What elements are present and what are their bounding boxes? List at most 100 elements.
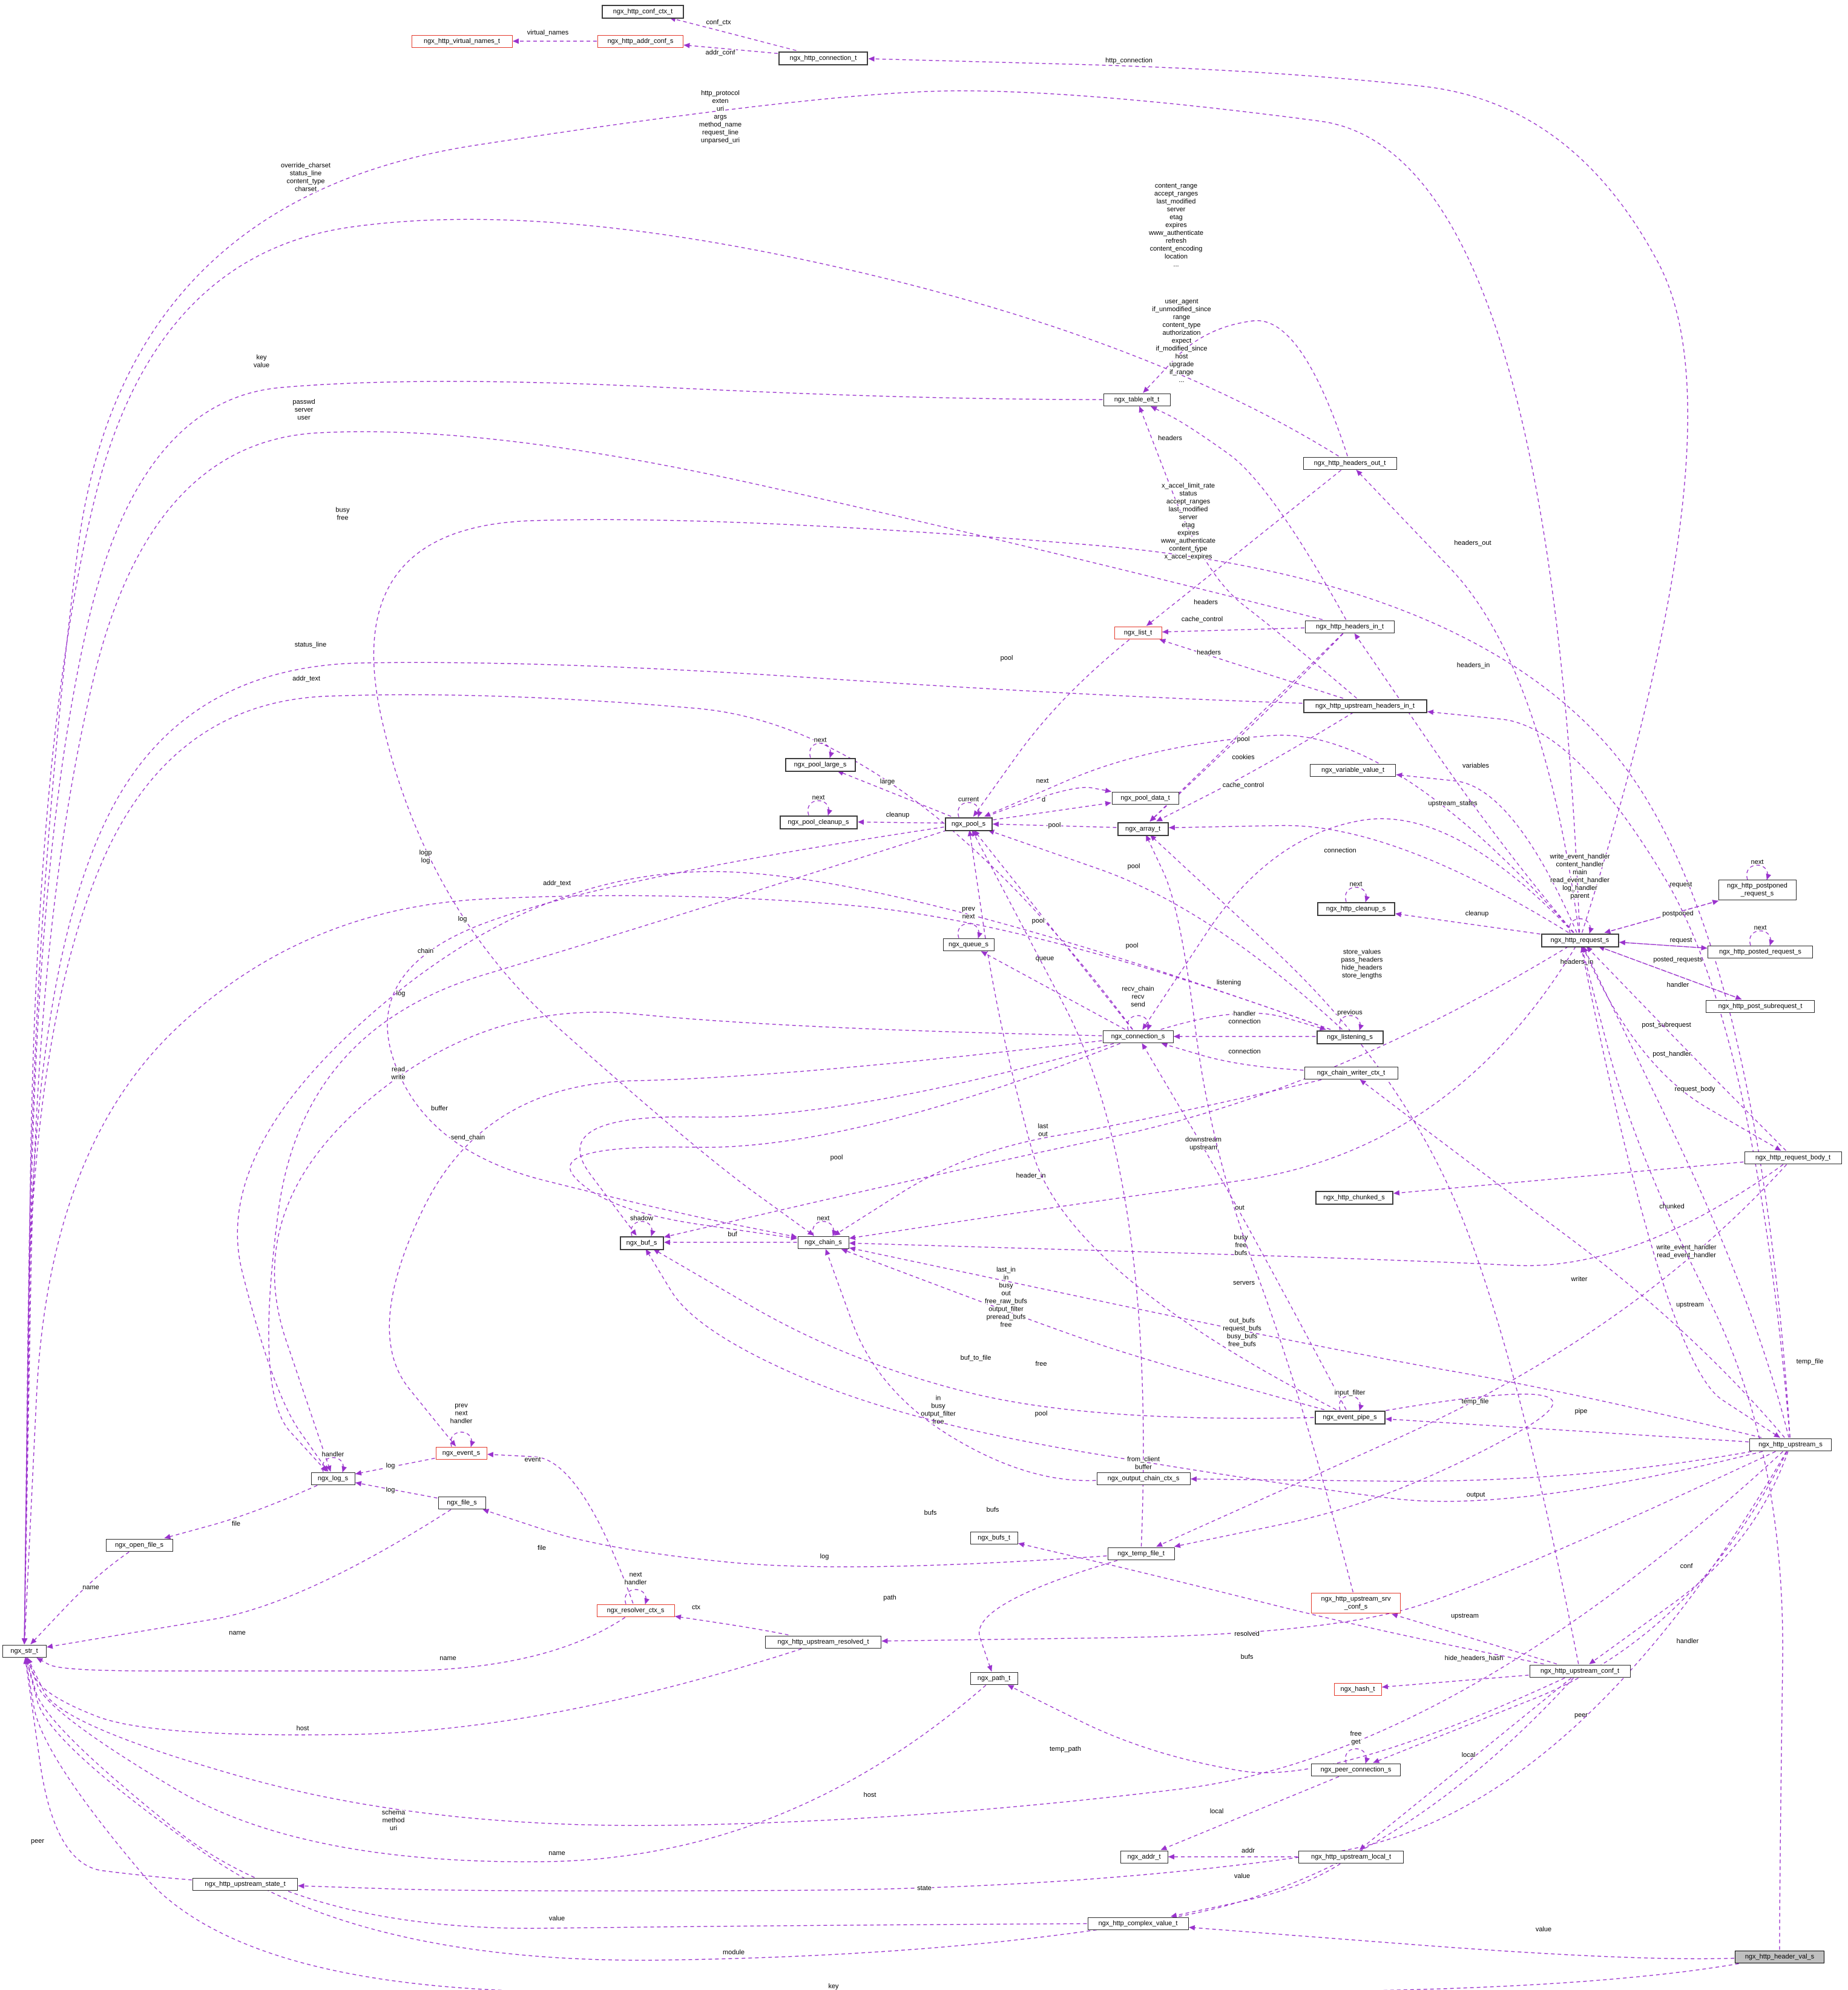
node-listening[interactable]: ngx_listening_s — [1316, 1030, 1384, 1044]
node-addr[interactable]: ngx_addr_t — [1120, 1850, 1168, 1863]
node-out_chain[interactable]: ngx_output_chain_ctx_s — [1096, 1472, 1191, 1485]
selfloop-event_pipe — [1339, 1395, 1364, 1411]
edge-label-upstream-uheaders_in: headers_in — [1457, 662, 1490, 669]
node-pool[interactable]: ngx_pool_s — [944, 817, 993, 831]
edge-file-str — [47, 1509, 452, 1649]
node-table_elt[interactable]: ngx_table_elt_t — [1103, 393, 1171, 406]
node-queue[interactable]: ngx_queue_s — [942, 938, 995, 951]
edge-label-headers_in-array: cookies — [1232, 754, 1255, 761]
edge-request-http_conn — [868, 56, 1688, 933]
node-headers_in[interactable]: ngx_http_headers_in_t — [1305, 620, 1395, 633]
edge-label-local-addr: addr — [1241, 1847, 1255, 1854]
node-addr_conf[interactable]: ngx_http_addr_conf_s — [597, 35, 683, 48]
node-req_body[interactable]: ngx_http_request_body_t — [1744, 1151, 1842, 1164]
edge-label-upstream_conf-hash: hide_headers_hash — [1445, 1655, 1504, 1662]
node-hash[interactable]: ngx_hash_t — [1333, 1682, 1382, 1696]
node-headers_out[interactable]: ngx_http_headers_out_t — [1303, 456, 1397, 470]
node-local[interactable]: ngx_http_upstream_local_t — [1298, 1850, 1404, 1863]
node-str[interactable]: ngx_str_t — [2, 1644, 47, 1658]
node-upstream[interactable]: ngx_http_upstream_s — [1749, 1438, 1832, 1451]
node-pool_cleanup[interactable]: ngx_pool_cleanup_s — [779, 815, 858, 829]
node-array[interactable]: ngx_array_t — [1117, 822, 1169, 836]
node-request[interactable]: ngx_http_request_s — [1541, 933, 1619, 947]
edge-headers_out-table_elt — [1143, 320, 1348, 456]
node-buf[interactable]: ngx_buf_s — [619, 1236, 664, 1250]
node-complex[interactable]: ngx_http_complex_value_t — [1087, 1917, 1189, 1930]
node-header_val[interactable]: ngx_http_header_val_s — [1735, 1950, 1824, 1963]
node-chunked[interactable]: ngx_http_chunked_s — [1315, 1190, 1393, 1205]
node-conn[interactable]: ngx_connection_s — [1102, 1030, 1174, 1043]
node-pool_large[interactable]: ngx_pool_large_s — [784, 757, 856, 772]
edge-label-req_body-chunked: chunked — [1659, 1203, 1685, 1210]
edge-upstream-request — [1582, 946, 1789, 1438]
node-postponed[interactable]: ngx_http_postponed _request_s — [1718, 880, 1797, 900]
node-virtual_names[interactable]: ngx_http_virtual_names_t — [411, 35, 513, 48]
edge-label-listening-pool: pool — [1128, 863, 1140, 870]
edge-upstream_conf-srv_conf — [1391, 1613, 1557, 1665]
edge-headers_in-str — [21, 431, 1323, 1644]
node-post_sub[interactable]: ngx_http_post_subrequest_t — [1706, 1000, 1815, 1013]
node-bufs[interactable]: ngx_bufs_t — [970, 1531, 1018, 1544]
edge-uheaders_in-str — [21, 662, 1303, 1644]
edge-label-event-log: log — [386, 1462, 395, 1469]
edge-conn-str — [21, 694, 1134, 1644]
extra-label-3: bufs — [987, 1506, 999, 1514]
node-varval[interactable]: ngx_variable_value_t — [1310, 763, 1396, 777]
edge-label-local-complex: value — [1234, 1873, 1250, 1880]
node-temp_file[interactable]: ngx_temp_file_t — [1107, 1547, 1175, 1560]
node-srv_conf[interactable]: ngx_http_upstream_srv _conf_s — [1311, 1593, 1401, 1613]
edge-label-resolver-str: name — [439, 1655, 456, 1662]
node-event_pipe[interactable]: ngx_event_pipe_s — [1314, 1410, 1386, 1425]
edge-label-conn-queue: queue — [1036, 955, 1054, 962]
extra-label-4: host — [864, 1791, 876, 1799]
node-open_file[interactable]: ngx_open_file_s — [105, 1538, 173, 1552]
node-conf_ctx[interactable]: ngx_http_conf_ctx_t — [602, 4, 684, 19]
edge-label-complex-str: value — [549, 1915, 565, 1922]
node-chain_writer[interactable]: ngx_chain_writer_ctx_t — [1304, 1066, 1398, 1079]
node-uheaders_in[interactable]: ngx_http_upstream_headers_in_t — [1303, 699, 1427, 713]
node-peer_conn[interactable]: ngx_peer_connection_s — [1311, 1763, 1401, 1776]
node-upstream_conf[interactable]: ngx_http_upstream_conf_t — [1529, 1664, 1631, 1678]
edge-out_chain-chain — [825, 1249, 1096, 1481]
node-posted[interactable]: ngx_http_posted_request_s — [1708, 945, 1813, 958]
edge-resolver-str — [36, 1616, 626, 1672]
selfloop-conn — [1127, 1015, 1153, 1030]
edge-label-uheaders_in-array: cache_control — [1223, 782, 1264, 789]
edge-pool-pool_cleanup — [858, 819, 944, 825]
edge-label-posted-request: request — [1670, 937, 1692, 944]
node-chain[interactable]: ngx_chain_s — [797, 1236, 849, 1249]
edge-request-conn — [1142, 818, 1574, 1030]
edge-label-upstream_conf-path: temp_path — [1050, 1745, 1081, 1753]
selfloop-label-event_pipe: input_filter — [1335, 1389, 1366, 1397]
node-event[interactable]: ngx_event_s — [435, 1446, 487, 1460]
edge-header_val-request — [1580, 946, 1783, 1950]
selfloop-label-postponed: next — [1751, 858, 1764, 866]
selfloop-label-cleanup: next — [1350, 881, 1363, 888]
edge-request-posted — [1619, 941, 1708, 951]
edge-label-temp_file-file: file — [538, 1544, 546, 1552]
node-http_conn[interactable]: ngx_http_connection_t — [778, 51, 868, 65]
edge-upstream-chain_writer — [1360, 1079, 1785, 1438]
node-resolver[interactable]: ngx_resolver_ctx_s — [596, 1604, 675, 1617]
edge-label-http_conn-conf_ctx: conf_ctx — [706, 19, 731, 26]
node-path[interactable]: ngx_path_t — [970, 1672, 1018, 1685]
node-state[interactable]: ngx_http_upstream_state_t — [192, 1877, 298, 1891]
node-file[interactable]: ngx_file_s — [438, 1496, 486, 1509]
node-log[interactable]: ngx_log_s — [311, 1472, 355, 1485]
node-list[interactable]: ngx_list_t — [1114, 626, 1162, 639]
selfloop-label-buf: shadow — [630, 1215, 653, 1222]
node-resolved[interactable]: ngx_http_upstream_resolved_t — [765, 1635, 881, 1649]
selfloop-peer_conn — [1345, 1748, 1370, 1764]
edge-srv_conf-array — [1145, 835, 1354, 1593]
node-pool_data[interactable]: ngx_pool_data_t — [1111, 791, 1179, 805]
node-cleanup[interactable]: ngx_http_cleanup_s — [1317, 901, 1395, 916]
edge-upstream_conf-bufs — [1018, 1542, 1544, 1665]
